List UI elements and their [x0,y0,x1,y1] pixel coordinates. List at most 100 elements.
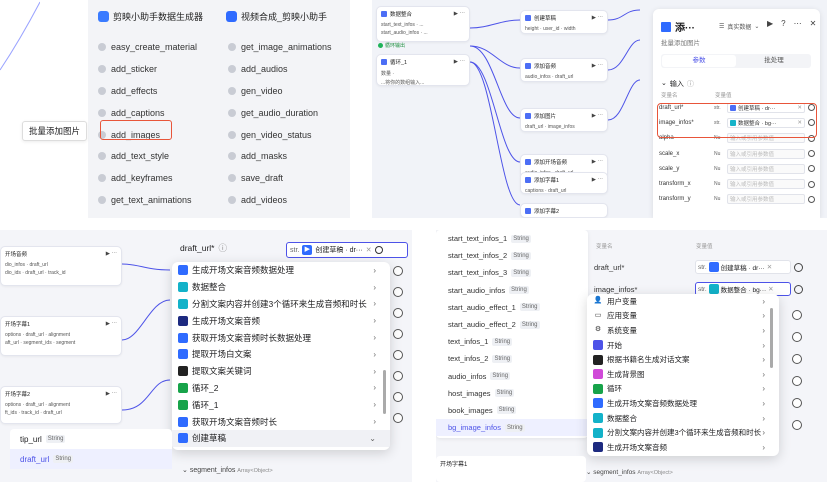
more-icon[interactable]: ▶ ⋯ [105,251,117,257]
target-icon[interactable] [393,371,403,381]
plugin-tool-item[interactable]: add_text_style [98,145,197,167]
target-icon[interactable] [794,284,803,294]
workflow-node[interactable]: 添加字幕2 [520,203,608,218]
scrollbar[interactable] [383,370,386,414]
menu-item-node[interactable]: 提取文案关键词› [172,363,390,380]
plugin-tool-item[interactable]: add_keyframes [98,167,197,189]
target-icon[interactable] [374,246,383,254]
menu-item-node[interactable]: 循环_1› [172,396,390,413]
close-icon[interactable]: ✕ [809,19,817,28]
target-icon[interactable] [808,165,815,173]
plugin-tool-item[interactable]: add_effects [98,80,197,102]
menu-item-variable[interactable]: 根据书籍名生成对话文案› [587,352,779,367]
workflow-node[interactable]: 创建草稿▶ ⋯height · user_id · widthdraft_url… [520,10,608,34]
menu-item-node[interactable]: 循环_2› [172,380,390,397]
target-icon[interactable] [792,354,802,364]
plugin-tool-item[interactable]: add_videos [228,189,332,211]
menu-item-variable[interactable]: 循环› [587,382,779,397]
menu-item-variable[interactable]: 生成背景图› [587,367,779,382]
menu-item-variable[interactable]: 数据整合› [587,411,779,426]
more-icon[interactable]: ▶ ⋯ [591,113,603,119]
workflow-node[interactable]: 添加图片▶ ⋯draft_url · image_infosdraft_url … [520,108,608,132]
param-value-input[interactable]: 输入或引用参数值 [727,179,805,190]
target-icon[interactable] [792,420,802,430]
target-icon[interactable] [393,350,403,360]
menu-item-variable[interactable]: 开始› [587,338,779,353]
more-icon[interactable]: ⋯ [793,19,802,28]
workflow-node[interactable]: 数据整合▶ ⋯start_text_infos · ...start_audio… [376,6,470,42]
target-icon[interactable] [393,329,403,339]
param-value-input[interactable]: str.数据整合 · bg···✕ [695,282,791,296]
target-icon[interactable] [393,413,403,423]
plugin-tool-item[interactable]: add_images [98,124,197,146]
more-icon[interactable]: ▶ ⋯ [591,63,603,69]
clear-icon[interactable]: ✕ [797,119,802,126]
clear-icon[interactable]: ✕ [766,264,773,271]
plugin-tool-item[interactable]: gen_video_status [228,124,332,146]
param-value-input[interactable]: 输入或引用参数值 [727,194,805,205]
target-icon[interactable] [808,134,815,142]
param-value-input[interactable]: 输入或引用参数值 [727,133,805,144]
target-icon[interactable] [808,195,815,203]
plugin-tool-item[interactable]: gen_video [228,80,332,102]
more-icon[interactable]: ▶ ⋯ [105,321,117,327]
menu-item-node[interactable]: 获取开场文案音频时长数据处理› [172,329,390,346]
plugin-tool-item[interactable]: get_text_animations [98,189,197,211]
tab-params[interactable]: 参数 [662,55,736,67]
plugin-tool-item[interactable]: add_sticker [98,58,197,80]
plugin-tool-item[interactable]: save_draft [228,167,332,189]
menu-item-node[interactable]: 生成开场文案音频› [172,312,390,329]
workflow-canvas[interactable]: 数据整合▶ ⋯start_text_infos · ...start_audio… [372,0,827,218]
target-icon[interactable] [794,262,803,272]
plugin-header-left[interactable]: 剪映小助手数据生成器 [98,10,203,23]
workflow-node[interactable]: 添加音频▶ ⋯audio_infos · draft_urldraft_url … [520,58,608,82]
target-icon[interactable] [393,287,403,297]
more-icon[interactable]: ▶ ⋯ [453,59,465,65]
more-icon[interactable]: ▶ ⋯ [453,11,465,17]
more-icon[interactable]: ▶ ⋯ [591,159,603,165]
plugin-tool-item[interactable]: get_image_animations [228,36,332,58]
target-icon[interactable] [792,310,802,320]
data-dropdown[interactable]: ☰真实数据⌄ [719,24,760,31]
target-icon[interactable] [393,266,403,276]
param-value-input[interactable]: 输入或引用参数值 [727,148,805,159]
menu-item-node[interactable]: 数据整合› [172,279,390,296]
clear-icon[interactable]: ✕ [797,104,802,111]
run-icon[interactable]: ▶ [767,19,774,28]
plugin-tool-item[interactable]: add_captions [98,102,197,124]
menu-item-node[interactable]: 提取开场白文案› [172,346,390,363]
scrollbar[interactable] [770,308,773,368]
plugin-tool-item[interactable]: add_masks [228,145,332,167]
target-icon[interactable] [808,119,815,127]
target-icon[interactable] [792,376,802,386]
bottom-node[interactable]: 开场字幕1 [436,456,586,482]
target-icon[interactable] [792,332,802,342]
target-icon[interactable] [808,180,815,188]
more-icon[interactable]: ▶ ⋯ [105,391,117,397]
menu-item-node[interactable]: 生成开场文案音频数据处理› [172,262,390,279]
target-icon[interactable] [393,392,403,402]
clear-icon[interactable]: ✕ [365,247,372,254]
more-icon[interactable]: ▶ ⋯ [591,177,603,183]
menu-item-node[interactable]: 分割文案内容并创建3个循环来生成音频和时长› [172,296,390,313]
target-icon[interactable] [792,398,802,408]
menu-item-variable[interactable]: 👤用户变量› [593,296,765,307]
menu-item-variable[interactable]: 生成开场文案音频› [587,440,779,455]
param-value-input[interactable]: 输入或引用参数值 [727,163,805,174]
menu-item-variable[interactable]: ⚙系统变量› [593,325,765,336]
plugin-tool-item[interactable]: get_audio_duration [228,102,332,124]
